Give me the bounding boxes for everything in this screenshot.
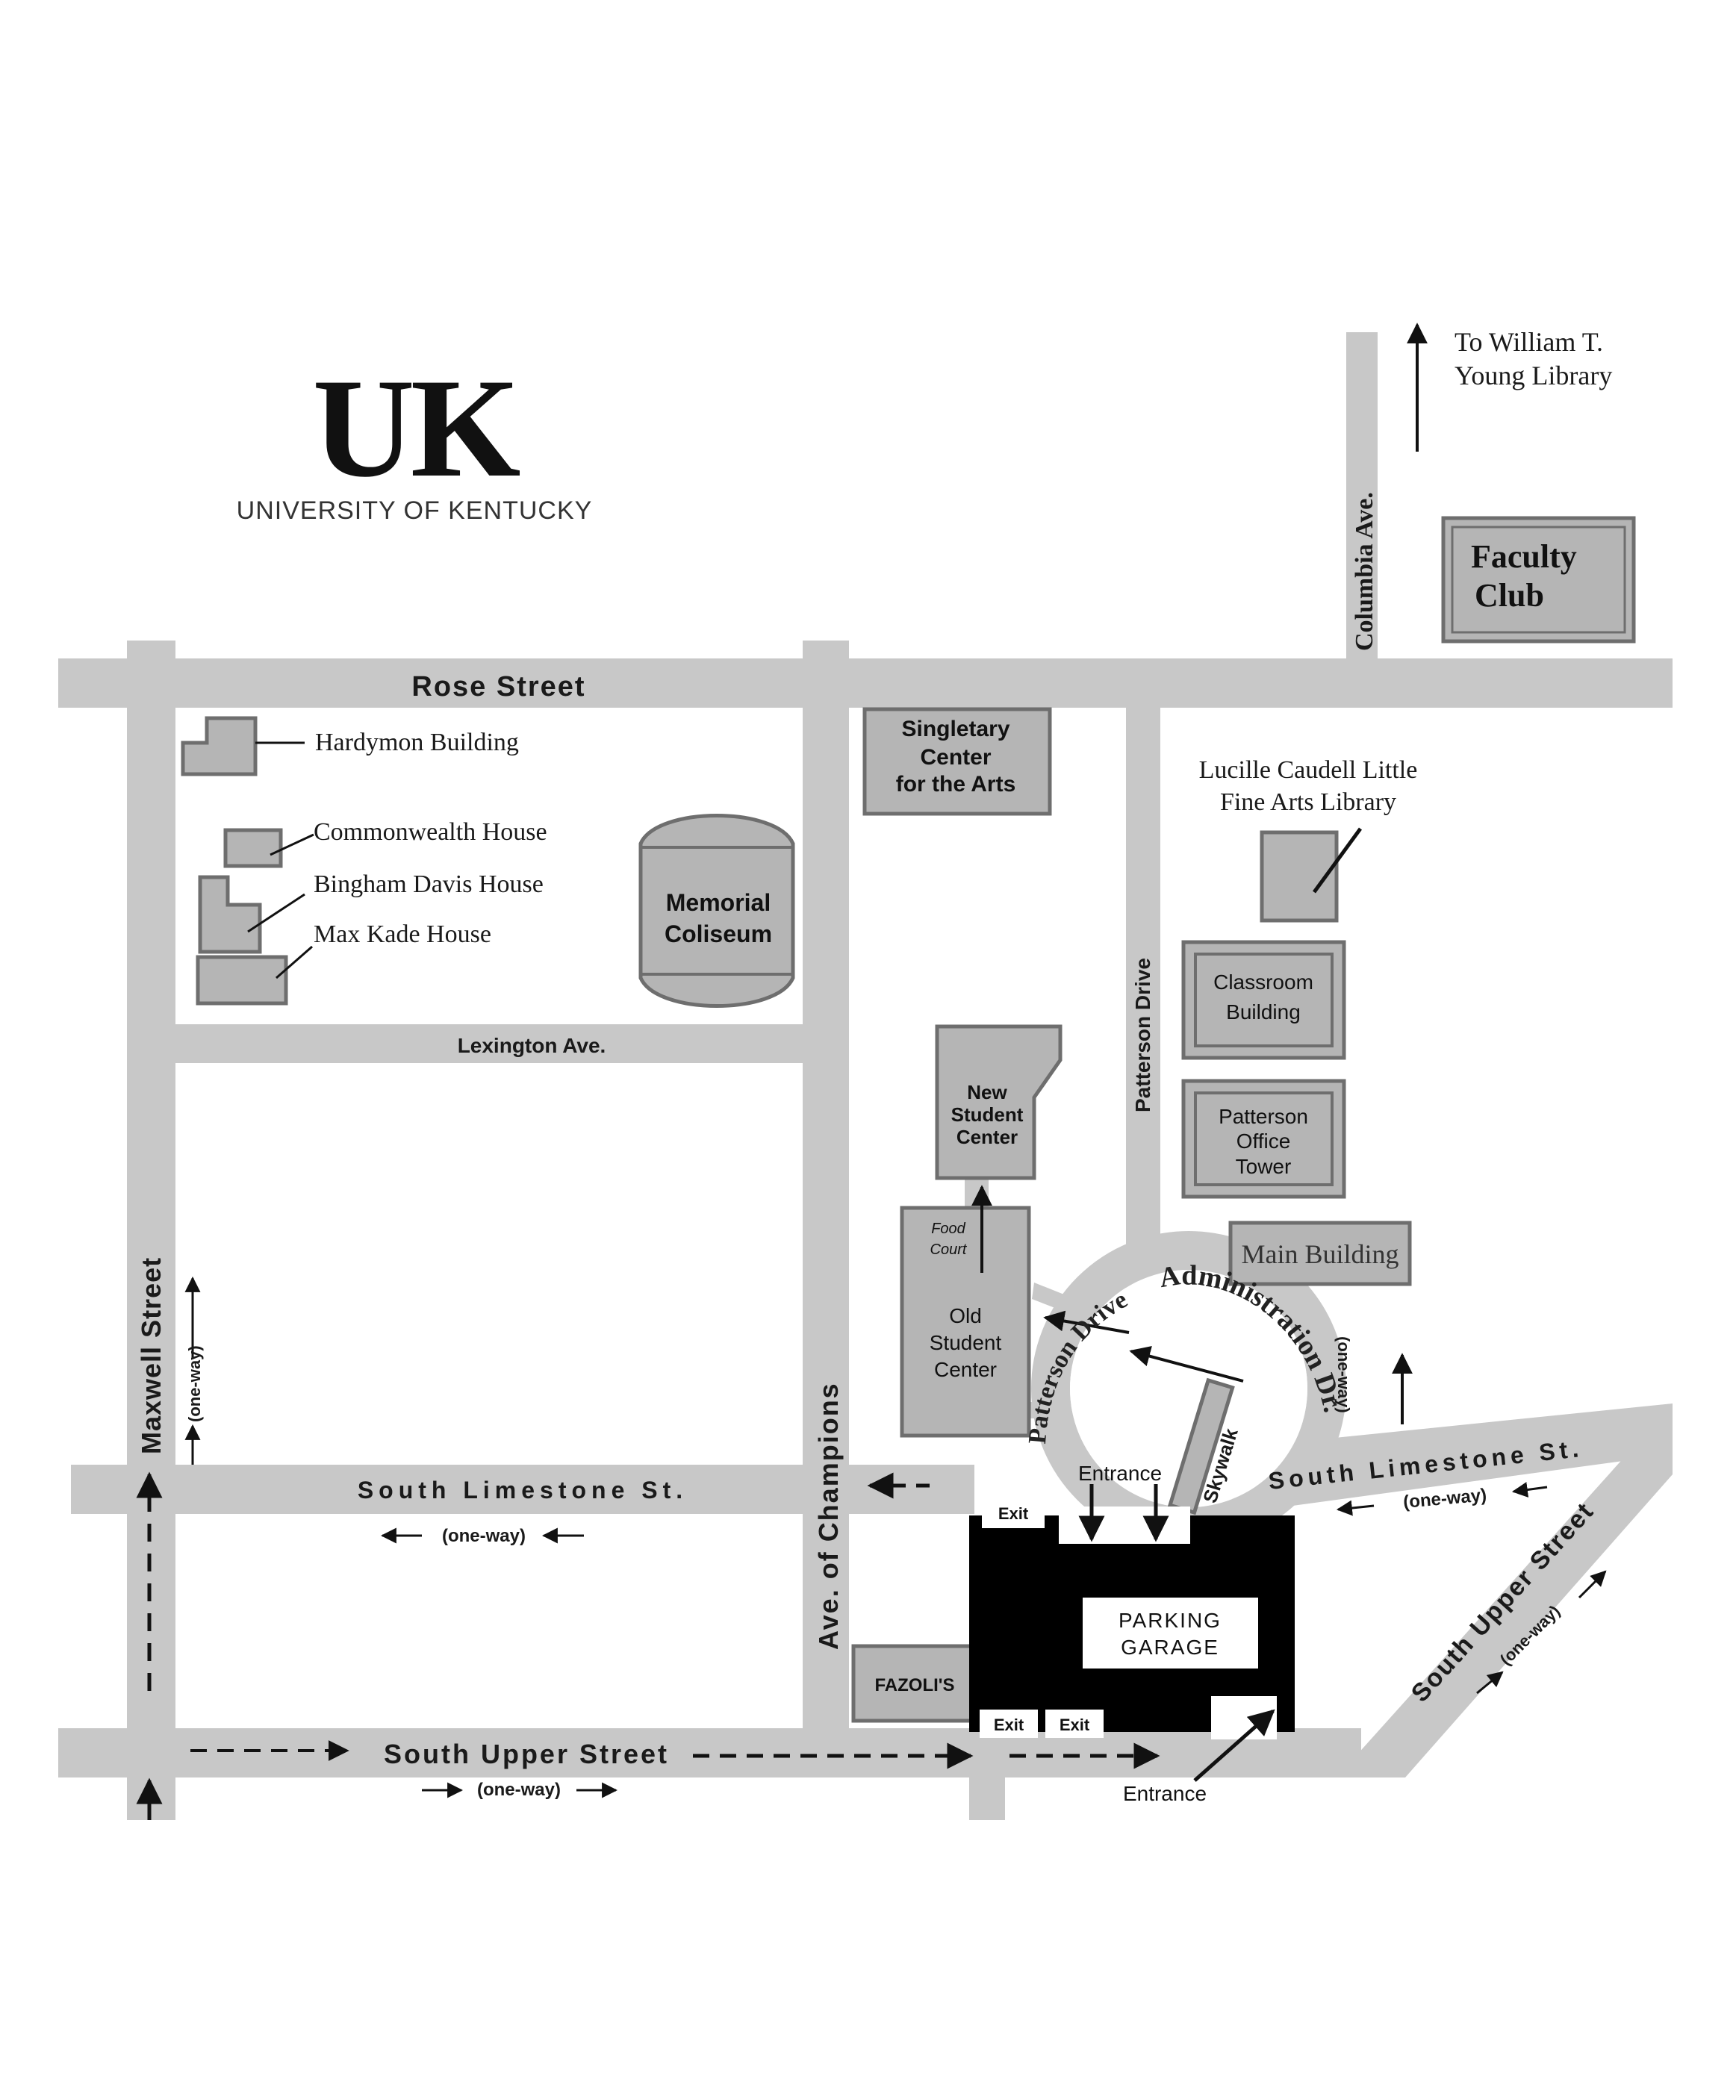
building-main xyxy=(1228,1221,1412,1286)
label-library-line1: To William T. xyxy=(1455,327,1603,357)
oneway-maxwell: (one-way) xyxy=(185,1345,204,1422)
building-faculty-club xyxy=(1441,516,1636,644)
label-max-kade: Max Kade House xyxy=(314,920,491,948)
road-patterson-drive xyxy=(1126,708,1160,1320)
label-patterson-tower-1: Patterson xyxy=(1219,1105,1308,1128)
label-maxwell-street: Maxwell Street xyxy=(136,1257,167,1454)
garage-exit-bottom-1 xyxy=(980,1710,1038,1738)
label-hardymon: Hardymon Building xyxy=(315,729,519,756)
road-south-upper-bottom xyxy=(58,1728,1361,1777)
building-max-kade xyxy=(196,955,288,1006)
label-lexington-ave: Lexington Ave. xyxy=(458,1034,606,1057)
roads xyxy=(58,332,1673,1820)
building-old-student-center xyxy=(900,1206,1031,1438)
label-memorial-1: Memorial xyxy=(666,889,771,916)
label-exit-top: Exit xyxy=(998,1504,1029,1523)
label-south-limestone-left: South Limestone St. xyxy=(358,1477,688,1504)
label-garage-2: GARAGE xyxy=(1121,1636,1219,1659)
label-entrance-top: Entrance xyxy=(1078,1462,1162,1485)
building-bingham-davis xyxy=(198,875,262,954)
road-nsc-link xyxy=(965,1178,989,1208)
label-library-line2: Young Library xyxy=(1455,361,1612,390)
label-exit-bottom-1: Exit xyxy=(994,1716,1024,1734)
road-rose-street xyxy=(58,658,1673,708)
oneway-admin: (one-way) xyxy=(1334,1336,1353,1413)
label-food-court-2: Court xyxy=(930,1241,968,1258)
road-columbia-ave xyxy=(1346,332,1378,661)
label-lucille-2: Fine Arts Library xyxy=(1220,788,1396,816)
building-commonwealth xyxy=(223,828,283,868)
oneway-limestone-left: (one-way) xyxy=(442,1526,526,1546)
label-classroom-2: Building xyxy=(1226,1000,1301,1023)
label-garage-1: PARKING xyxy=(1119,1609,1222,1632)
label-south-upper-street: South Upper Street xyxy=(384,1739,669,1769)
garage-exit-top xyxy=(982,1498,1045,1528)
label-new-student-2: Student xyxy=(951,1103,1024,1126)
building-classroom xyxy=(1181,940,1346,1060)
building-new-student-center xyxy=(935,1024,1063,1180)
building-memorial-coliseum xyxy=(638,814,795,1008)
label-bingham-davis: Bingham Davis House xyxy=(314,870,544,898)
label-faculty-club-1: Faculty xyxy=(1471,538,1577,575)
label-entrance-bottom: Entrance xyxy=(1123,1782,1207,1805)
label-exit-bottom-2: Exit xyxy=(1060,1716,1090,1734)
label-columbia-ave: Columbia Ave. xyxy=(1351,492,1378,651)
label-fazolis: FAZOLI'S xyxy=(874,1675,954,1695)
road-south-limestone-left xyxy=(71,1465,974,1514)
label-memorial-2: Coliseum xyxy=(665,920,772,947)
building-hardymon xyxy=(181,716,258,776)
buildings xyxy=(181,516,1636,1723)
road-ave-of-champions xyxy=(803,641,849,1738)
label-lucille-1: Lucille Caudell Little xyxy=(1199,756,1418,784)
parking-garage xyxy=(969,1498,1295,1739)
arrows xyxy=(136,323,1607,1820)
road-lexington-ave xyxy=(174,1024,805,1063)
building-singletary xyxy=(862,707,1052,816)
label-main-building: Main Building xyxy=(1241,1239,1399,1269)
label-south-upper-diagonal: South Upper Street xyxy=(1406,1497,1600,1707)
logo-name: UNIVERSITY OF KENTUCKY xyxy=(237,496,593,525)
oneway-upper-bottom: (one-way) xyxy=(477,1780,561,1800)
label-faculty-club-2: Club xyxy=(1475,577,1544,614)
label-patterson-tower-2: Office xyxy=(1236,1130,1291,1153)
label-new-student-3: Center xyxy=(956,1126,1018,1148)
label-food-court-1: Food xyxy=(931,1221,965,1237)
road-garage-stub xyxy=(969,1773,1005,1820)
label-classroom-1: Classroom xyxy=(1213,970,1313,994)
label-old-student-2: Student xyxy=(930,1331,1002,1354)
label-singletary-2: Center xyxy=(920,745,991,770)
label-new-student-1: New xyxy=(967,1081,1007,1103)
labels: Rose Street Columbia Ave. Maxwell Street… xyxy=(136,327,1612,1805)
garage-entrance-top xyxy=(1059,1507,1190,1544)
label-singletary-3: for the Arts xyxy=(896,772,1016,797)
road-south-upper-diagonal xyxy=(1337,1403,1673,1777)
logo-mark: UK xyxy=(313,350,520,507)
garage-exit-bottom-2 xyxy=(1045,1710,1104,1738)
road-south-limestone-right xyxy=(1232,1403,1673,1514)
label-patterson-tower-3: Tower xyxy=(1236,1155,1292,1178)
building-patterson-tower xyxy=(1181,1079,1346,1199)
label-old-student-1: Old xyxy=(949,1304,982,1327)
uk-logo: UK UNIVERSITY OF KENTUCKY xyxy=(237,350,593,525)
label-rose-street: Rose Street xyxy=(411,671,585,702)
label-commonwealth: Commonwealth House xyxy=(314,818,547,846)
label-old-student-3: Center xyxy=(934,1358,997,1381)
label-ave-of-champions: Ave. of Champions xyxy=(813,1382,844,1650)
oneway-limestone-right: (one-way) xyxy=(1402,1485,1487,1512)
label-singletary-1: Singletary xyxy=(901,717,1009,741)
label-patterson-drive: Patterson Drive xyxy=(1131,958,1154,1112)
